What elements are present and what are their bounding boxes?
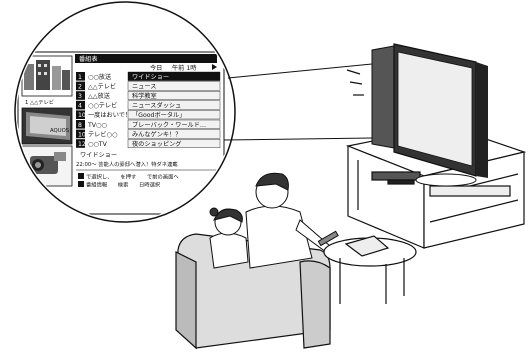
footer-instructions: で選択し、 を押す で前の画面へ <box>86 173 179 181</box>
program-title: ニュース <box>132 83 156 90</box>
program-row[interactable]: 4 ○○テレビ ニュースダッシュ <box>76 101 220 110</box>
channel-name: ○○テレビ <box>88 102 117 110</box>
channel-number: 8 <box>78 122 82 129</box>
program-title: ワイドショー <box>132 74 169 81</box>
program-title: 「Goodボータル」 <box>132 111 185 119</box>
guide-header-date: 今日 <box>150 64 162 72</box>
channel-number: 12 <box>78 141 86 148</box>
program-title: 夜のショッピング <box>132 140 182 148</box>
program-row[interactable]: 8 TV○○ ブレーバック・ワールド… <box>76 120 220 129</box>
channel-name: TV○○ <box>87 122 107 129</box>
channel-number: 3 <box>78 93 82 100</box>
program-title: 科学教室 <box>132 92 157 100</box>
channel-name: ○○放送 <box>88 73 112 81</box>
channel-name: 一度はおいで！ <box>88 111 131 119</box>
channel-name: △△放送 <box>88 92 111 100</box>
child-figure <box>210 208 248 268</box>
signal-lines <box>347 70 364 95</box>
detail-text: 22:00～ 芸能人の豪邸へ潜入！特ダネ連載 <box>76 160 178 168</box>
program-row[interactable]: 2 △△テレビ ニュース <box>76 82 220 91</box>
guide-header-label: 番組表 <box>79 55 98 63</box>
channel-number: 10 <box>78 131 86 138</box>
program-row[interactable]: 3 △△放送 科学教室 <box>76 91 220 100</box>
channel-number: 4 <box>78 103 82 110</box>
channel-number: 1 <box>78 74 82 81</box>
dpad-icon <box>78 173 84 179</box>
channel-name: △△テレビ <box>88 82 116 90</box>
aquos-brand-text: AQUOS <box>50 128 70 134</box>
footer-options: 番組情報 検索 日時選択 <box>86 181 161 189</box>
info-icon <box>78 181 84 187</box>
channel-name: ○○TV <box>88 141 108 148</box>
program-row[interactable]: 12○○TV 夜のショッピング <box>76 139 220 148</box>
channel-number: 2 <box>78 83 82 90</box>
channel-number: 10 <box>78 112 86 119</box>
connector-line-bottom <box>224 138 372 140</box>
thumbnail-aquos: AQUOS <box>22 108 72 144</box>
channel-name: テレビ○○ <box>88 130 117 138</box>
tv-screen <box>398 52 472 166</box>
coffee-table <box>324 236 416 304</box>
detail-title: ワイドショー <box>80 152 117 159</box>
guide-header-time: 午前 1時 <box>172 64 196 72</box>
program-row[interactable]: 1 ○○放送 ワイドショー <box>76 72 220 81</box>
thumbnail-caption: 1 △△テレビ <box>25 98 54 106</box>
program-title: みんなゲンキ！？ <box>132 130 182 138</box>
program-title: ブレーバック・ワールド… <box>132 121 206 129</box>
program-title: ニュースダッシュ <box>132 102 181 110</box>
